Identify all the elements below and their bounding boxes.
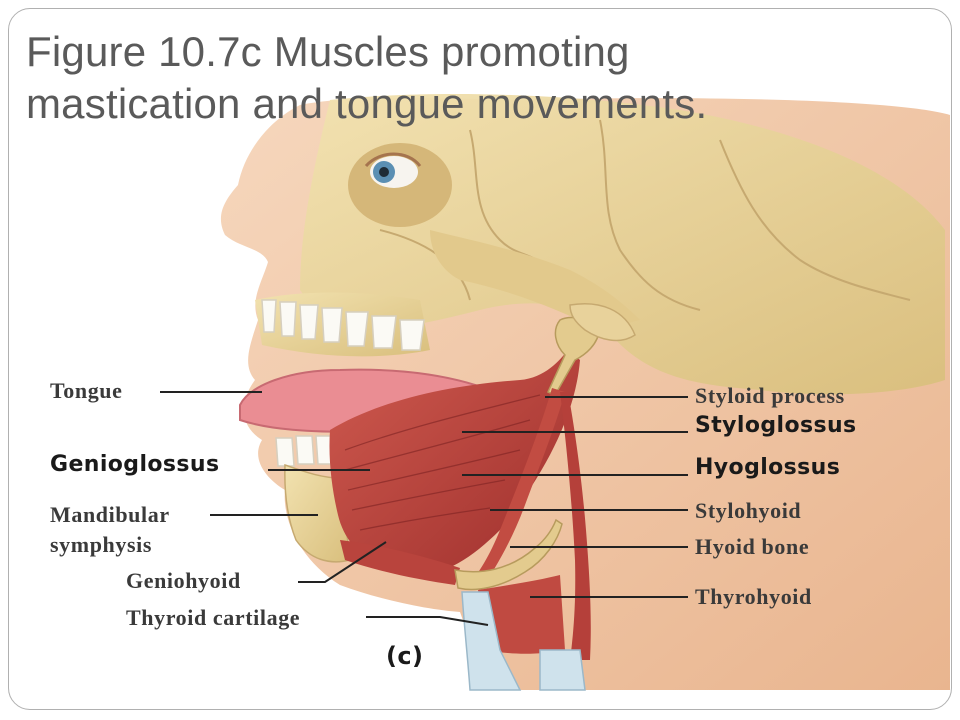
leader-lines [160,391,688,626]
skull-bone [300,94,945,395]
thyroid-cartilage-lower [539,649,586,691]
label-hyoid-bone: Hyoid bone [695,534,810,559]
muscle-fibers [344,394,541,531]
leader-geniohyoid [298,541,387,583]
label-styloid-process: Styloid process [695,383,845,408]
hyoid-bone-shape [454,518,563,591]
tongue-muscles [329,350,580,576]
stylohyoid-muscle [468,388,565,590]
label-hyoglossus: Hyoglossus [695,455,841,480]
thyrohyoid-muscle [478,575,565,654]
eye-pupil [379,167,389,177]
geniohyoid-muscle [340,540,460,585]
styloglossus-muscle [560,392,591,660]
upper-teeth [261,299,425,351]
skull-sutures [379,119,911,311]
thyroid-cartilage-shape [461,591,522,691]
label-styloglossus: Styloglossus [695,413,857,438]
lower-teeth [275,435,337,467]
label-genioglossus: Genioglossus [50,452,220,477]
label-thyrohyoid: Thyrohyoid [695,584,812,609]
slide-title: Figure 10.7c Muscles promoting masticati… [26,28,708,127]
label-stylohyoid: Stylohyoid [695,498,802,523]
label-tongue: Tongue [50,378,123,403]
label-mandibular-symphysis: Mandibular symphysis [50,502,170,557]
leader-thyroid-cartilage [366,616,489,626]
label-thyroid-cartilage: Thyroid cartilage [126,605,301,630]
label-geniohyoid: Geniohyoid [126,568,241,593]
mastoid-bone [569,303,636,342]
panel-label: (c) [386,642,424,670]
eyelid [364,152,422,168]
